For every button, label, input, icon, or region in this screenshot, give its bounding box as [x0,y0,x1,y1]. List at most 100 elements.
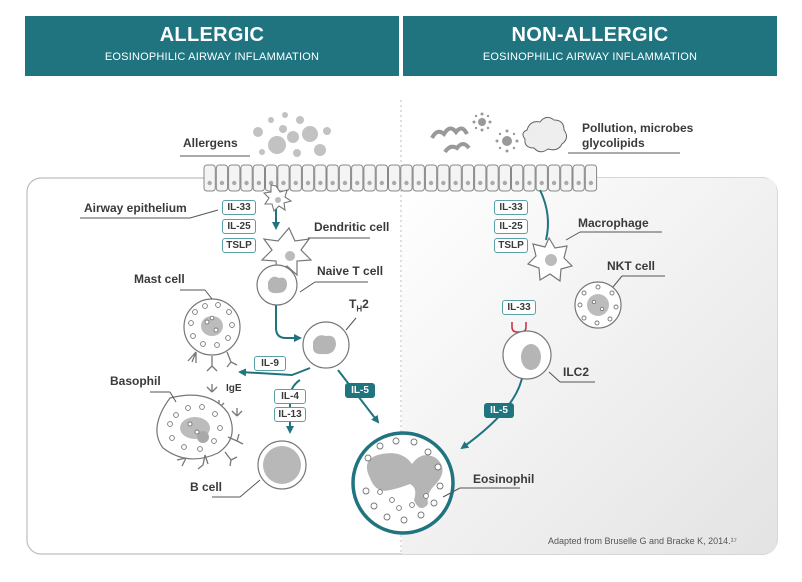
epithelium-nucleus [367,180,372,186]
pollution-label-line2: glycolipids [582,136,645,150]
left-il25-box: IL-25 [222,219,256,234]
allergic-header: ALLERGIC EOSINOPHILIC AIRWAY INFLAMMATIO… [25,16,399,76]
naive-t-cell [256,264,298,306]
pollution-label-line1: Pollution, microbes [582,121,694,135]
left-tslp-box: TSLP [222,238,256,253]
epithelium-nucleus [453,180,458,186]
epithelium-cell [584,164,598,192]
allergen-particles [253,112,331,157]
epithelium-cell [449,164,462,192]
right-il25-box: IL-25 [494,219,528,234]
epithelium-nucleus [428,180,434,186]
il13-box: IL-13 [274,407,306,422]
pollution-label: Pollution, microbes glycolipids [582,121,693,151]
epithelium-nucleus [391,180,397,186]
mast-cell-label: Mast cell [134,272,185,286]
epithelium-cell [289,164,302,192]
mast-cell [183,298,241,372]
left-il33-box: IL-33 [222,200,256,215]
naive-t-cell-label: Naive T cell [317,264,384,278]
right-il33-box: IL-33 [494,200,528,215]
epithelium-cell [338,164,352,192]
epithelium-nucleus [478,180,483,186]
epithelium-cell [523,164,536,192]
epithelium-cell [547,164,561,192]
epithelium-cell [203,164,216,192]
epithelium-cell [228,164,241,192]
ilc2-label: ILC2 [563,365,590,379]
th2-label-main: T [349,297,357,311]
macrophage-cell [526,236,574,283]
epithelium-nucleus [330,180,335,186]
epithelium-cell [215,164,229,192]
epithelium-cell [375,164,389,192]
epithelium-nucleus [576,180,581,186]
th2-label: TH2 [349,297,369,313]
epithelium-cells [203,164,598,192]
il5-left-box: IL-5 [345,383,375,398]
nkt-cell-label: NKT cell [607,259,656,273]
epithelium-nucleus [219,180,225,186]
epithelium-nucleus [527,180,532,186]
allergic-subtitle: EOSINOPHILIC AIRWAY INFLAMMATION [104,51,320,63]
airway-epithelium-label: Airway epithelium [84,201,187,215]
epithelium-cell [326,164,339,192]
non-allergic-subtitle: EOSINOPHILIC AIRWAY INFLAMMATION [482,51,698,63]
epithelium-cell [572,164,585,192]
b-cell [257,440,307,490]
epithelium-cell [498,164,512,192]
epithelium-cell [351,164,364,192]
ige-label: IgE [226,383,242,394]
il9-box: IL-9 [254,356,286,371]
dendritic-cell-small [262,184,293,213]
epithelium-cell [363,164,376,192]
epithelium-nucleus [232,180,237,186]
epithelium-nucleus [441,180,446,186]
epithelium-nucleus [502,180,508,186]
epithelium-nucleus [404,180,409,186]
epithelium-cell [486,164,499,192]
non-allergic-header: NON-ALLERGIC EOSINOPHILIC AIRWAY INFLAMM… [403,16,777,76]
ilc2-cell [502,330,552,380]
epithelium-nucleus [281,180,286,186]
epithelium-nucleus [268,180,274,186]
epithelium-cell [301,164,315,192]
epithelium-cell [240,164,253,192]
epithelium-nucleus [416,180,421,186]
epithelium-cell [474,164,487,192]
allergic-title: ALLERGIC [159,24,265,46]
epithelium-nucleus [207,180,212,186]
allergens-label: Allergens [183,136,238,150]
epithelium-cell [535,164,548,192]
dendritic-cell [260,226,313,277]
epithelium-nucleus [256,180,262,186]
epithelium-cell [277,164,290,192]
non-allergic-title: NON-ALLERGIC [511,24,669,46]
nkt-cell [574,281,622,329]
epithelium-nucleus [293,180,298,186]
il5-right-box: IL-5 [484,403,514,418]
epithelium-cell [400,164,413,192]
dendritic-cell-label: Dendritic cell [314,220,390,234]
epithelium-nucleus [244,180,249,186]
credit-text: Adapted from Bruselle G and Bracke K, 20… [548,536,737,546]
epithelium-nucleus [539,180,544,186]
right-tslp-box: TSLP [494,238,528,253]
epithelium-nucleus [514,180,520,186]
epithelium-nucleus [305,180,311,186]
epithelium-cell [461,164,475,192]
epithelium-nucleus [465,180,471,186]
epithelium-nucleus [379,180,385,186]
epithelium-nucleus [318,180,323,186]
microbe-icons [430,116,568,154]
epithelium-cell [424,164,438,192]
epithelium-nucleus [490,180,495,186]
il4-box: IL-4 [274,389,306,404]
basophil-cell [156,394,244,470]
epithelium-cell [252,164,265,192]
th2-cell [302,321,350,369]
microbe-dots [472,112,519,153]
epithelium-nucleus [564,180,569,186]
th2-label-sub: H [356,304,363,314]
epithelium-nucleus [342,180,348,186]
